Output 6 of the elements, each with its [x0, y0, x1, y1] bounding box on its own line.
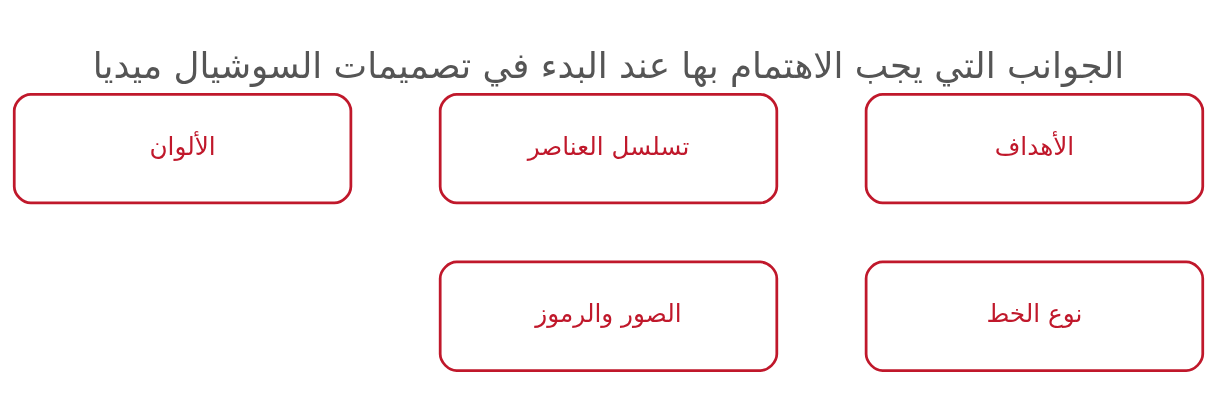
node-box: نوع الخط — [864, 260, 1205, 372]
node-box: الألوان — [12, 92, 353, 204]
node-box: الأهداف — [864, 92, 1205, 204]
node-box: تسلسل العناصر — [438, 92, 779, 204]
diagram-title: الجوانب التي يجب الاهتمام بها عند البدء في تصميمات السوشيال ميديا — [92, 44, 1125, 86]
node-box: الصور والرموز — [438, 260, 779, 372]
